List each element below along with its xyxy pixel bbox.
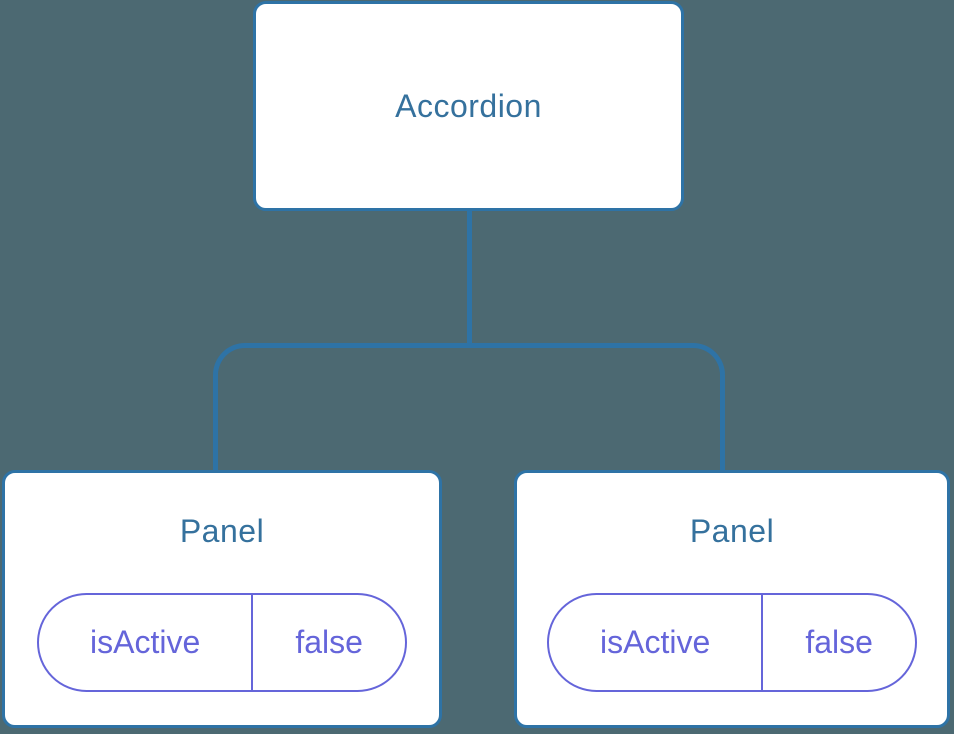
panel-node-left: Panel isActive false	[2, 470, 442, 728]
accordion-node: Accordion	[253, 1, 684, 211]
state-value-label: false	[295, 624, 363, 660]
state-key-label: isActive	[39, 595, 254, 690]
panel-node-label: Panel	[689, 513, 775, 549]
state-pill: isActive false	[37, 593, 407, 692]
state-pill: isActive false	[547, 593, 917, 692]
state-key-label: isActive	[549, 595, 764, 690]
connector-branch-line	[213, 343, 725, 470]
panel-node-label: Panel	[179, 513, 265, 549]
state-value-label: false	[805, 624, 873, 660]
panel-node-right: Panel isActive false	[514, 470, 950, 728]
accordion-node-label: Accordion	[395, 87, 542, 124]
connector-stem-line	[467, 209, 472, 348]
